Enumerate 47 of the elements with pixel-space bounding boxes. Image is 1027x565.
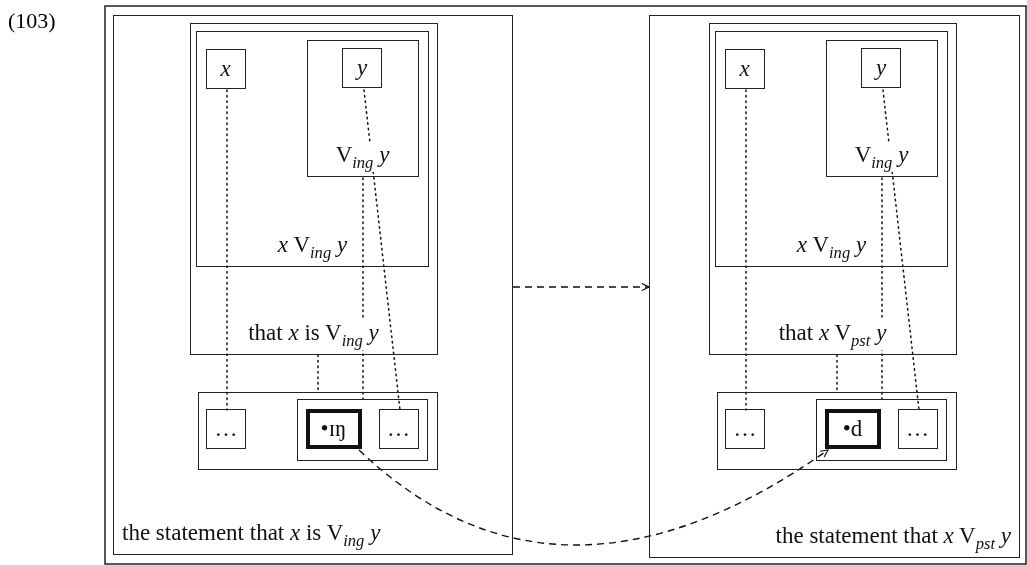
expression-text: … [386,415,411,442]
slot-box [725,409,765,449]
expression-text: … [905,415,930,442]
example-number: (103) [8,8,56,34]
dotted-line [226,89,228,411]
construction-panel [649,15,1020,558]
dotted-line [745,89,747,411]
expression-text: •d [841,415,864,442]
dotted-line [362,177,364,401]
dashed-arrow [358,449,829,546]
expression-text: … [732,416,758,442]
slot-box [861,48,901,88]
form-group-box [297,399,428,461]
expression-text: V$_{ing}$ y [333,141,392,172]
form-row-box [197,391,438,470]
expression-text: x [219,55,232,82]
construction-box [825,39,938,177]
expression-text: … [213,416,239,442]
form-group-box [816,399,947,461]
suffix-box [824,408,881,449]
expression-text: y [354,55,369,81]
expression-text: •ɪŋ [319,415,348,442]
dashed-arrow [512,282,650,292]
expression-text: y [873,55,888,81]
dotted-line [881,177,883,401]
dotted-line [836,354,838,393]
form-row-box [716,391,957,470]
expression-text: V$_{ing}$ y [852,141,911,172]
suffix-box [305,408,362,449]
expression-text: that x is V$_{ing}$ y [246,319,381,350]
expression-text: x [738,55,751,82]
slot-box [897,408,938,449]
dotted-line [317,354,319,393]
dotted-line [363,89,401,411]
slot-box [378,408,419,449]
construction-box [196,31,429,267]
slot-box [724,48,765,89]
dotted-line [882,89,920,411]
construction-box [715,31,948,267]
construction-box [708,22,957,355]
construction-panel [113,15,513,555]
construction-box [306,39,419,177]
slot-box [342,48,382,88]
construction-box [189,22,438,355]
slot-box [205,48,246,89]
expression-text: that x V$_{pst}$ y [776,319,889,350]
slot-box [206,409,246,449]
